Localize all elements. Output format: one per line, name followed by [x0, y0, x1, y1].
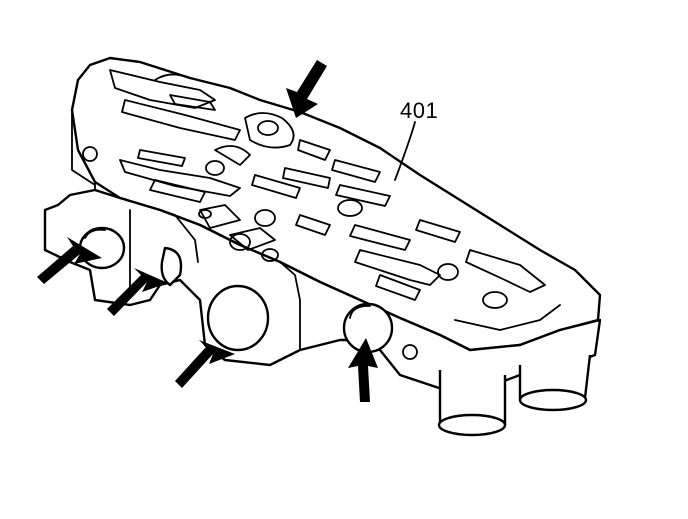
passage-channels: [109, 69, 561, 351]
bolt-hole: [82, 146, 98, 162]
bore-1: [78, 226, 126, 270]
bore-2: [160, 246, 183, 287]
left-arrow-1: [37, 237, 102, 284]
cylinder-right: [518, 354, 592, 412]
top-arrow: [286, 60, 327, 118]
callout-label-401: 401: [400, 98, 439, 123]
cylinder-left: [437, 370, 507, 437]
bottom-arrow: [348, 338, 378, 402]
callout-leader-line: [394, 121, 416, 181]
bore-3: [206, 284, 270, 352]
left-arrow-3: [175, 340, 235, 388]
bolt-hole: [402, 344, 418, 360]
left-arrow-2: [107, 268, 168, 316]
